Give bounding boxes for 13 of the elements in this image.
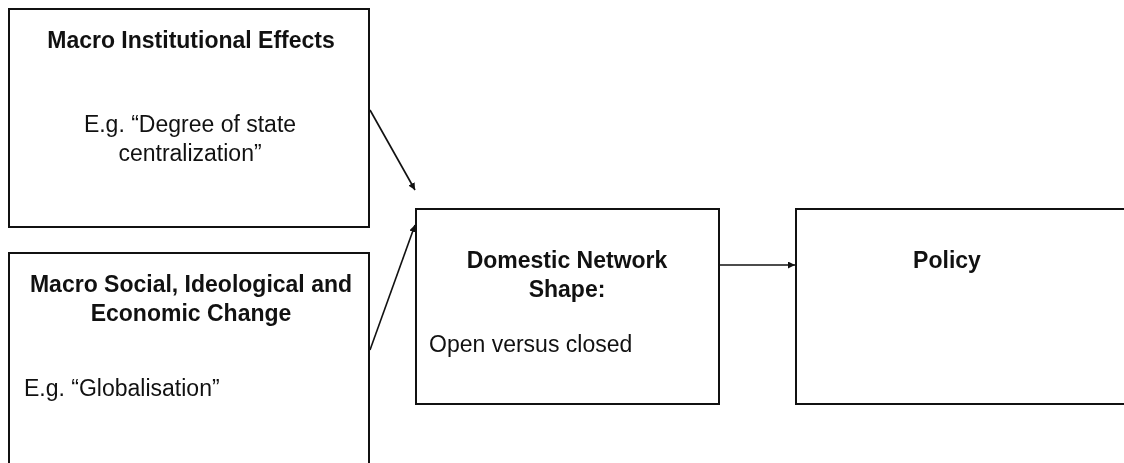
- process-box: [8, 8, 370, 228]
- process-box: [415, 208, 720, 405]
- box-heading: Policy: [912, 246, 982, 275]
- box-heading: Macro Social, Ideological and Economic Change: [28, 270, 354, 328]
- process-box: [8, 252, 370, 463]
- arrow: [369, 109, 416, 191]
- process-box: [795, 208, 1124, 405]
- box-heading: Macro Institutional Effects: [46, 26, 336, 55]
- box-text: E.g. “Degree of state centralization”: [82, 110, 298, 168]
- box-heading: Domestic Network Shape:: [465, 246, 669, 304]
- box-text: Open versus closed: [429, 330, 634, 359]
- box-text: E.g. “Globalisation”: [24, 374, 221, 403]
- arrow: [719, 261, 796, 269]
